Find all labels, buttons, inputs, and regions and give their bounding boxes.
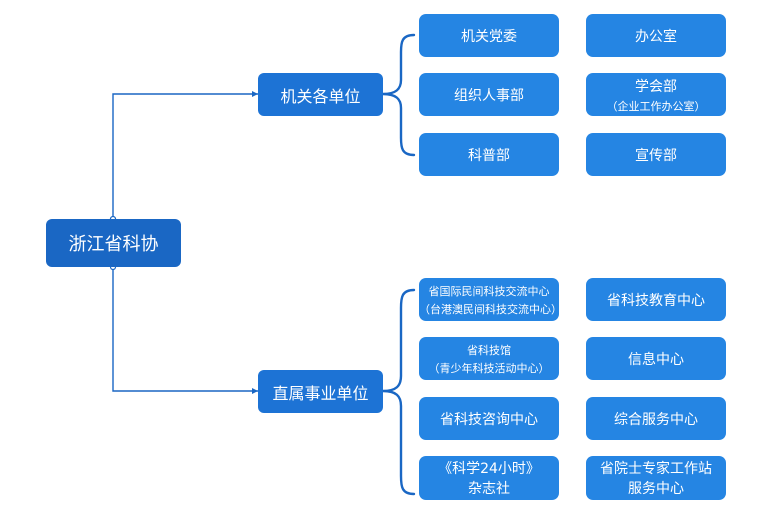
leaf-organization-personnel[interactable]: 组织人事部 bbox=[419, 73, 559, 116]
leaf-label: 《科学24小时》 bbox=[438, 461, 540, 477]
root-label: 浙江省科协 bbox=[68, 234, 159, 255]
branch1-arrowhead bbox=[252, 91, 258, 97]
leaf-general-services[interactable]: 综合服务中心 bbox=[586, 397, 726, 440]
leaf-society-department[interactable]: 学会部 （企业工作办公室） bbox=[586, 73, 726, 116]
leaf-publicity[interactable]: 宣传部 bbox=[586, 133, 726, 176]
root-to-branch2-connector bbox=[112, 267, 258, 392]
leaf-international-exchange[interactable]: 省国际民间科技交流中心 （台港澳民间科技交流中心） bbox=[419, 278, 562, 321]
branch-label-affiliates: 直属事业单位 bbox=[272, 383, 369, 403]
leaf-label: 省院士专家工作站 bbox=[600, 461, 712, 477]
branch-label-departments: 机关各单位 bbox=[280, 86, 361, 106]
branch1-bracket bbox=[382, 33, 416, 157]
branch2-arrowhead bbox=[252, 388, 258, 394]
leaf-label: 学会部 bbox=[635, 78, 677, 95]
leaf-magazine[interactable]: 《科学24小时》 杂志社 bbox=[419, 456, 559, 500]
leaf-label: 宣传部 bbox=[635, 147, 677, 164]
leaf-label: 省科技馆 bbox=[467, 343, 511, 357]
leaf-general-office[interactable]: 办公室 bbox=[586, 14, 726, 57]
leaf-label: 综合服务中心 bbox=[614, 411, 698, 428]
leaf-science-museum[interactable]: 省科技馆 （青少年科技活动中心） bbox=[419, 337, 559, 380]
leaf-sublabel: 服务中心 bbox=[628, 481, 684, 497]
leaf-party-committee[interactable]: 机关党委 bbox=[419, 14, 559, 57]
leaf-label: 科普部 bbox=[468, 147, 510, 164]
leaf-label: 省科技教育中心 bbox=[607, 292, 705, 309]
leaf-sublabel: （台港澳民间科技交流中心） bbox=[419, 302, 562, 316]
leaf-label: 省科技咨询中心 bbox=[440, 411, 538, 428]
leaf-information-center[interactable]: 信息中心 bbox=[586, 337, 726, 380]
leaf-label: 组织人事部 bbox=[454, 87, 524, 104]
root-node[interactable]: 浙江省科协 bbox=[46, 219, 181, 267]
leaf-academician-service[interactable]: 省院士专家工作站 服务中心 bbox=[586, 456, 726, 500]
leaf-science-popularization[interactable]: 科普部 bbox=[419, 133, 559, 176]
leaf-sublabel: （青少年科技活动中心） bbox=[428, 361, 550, 375]
leaf-label: 办公室 bbox=[635, 28, 677, 45]
root-to-branch1-connector bbox=[112, 93, 258, 219]
leaf-label: 省国际民间科技交流中心 bbox=[428, 284, 550, 298]
branch-node-affiliates[interactable]: 直属事业单位 bbox=[258, 370, 383, 413]
leaf-label: 信息中心 bbox=[628, 351, 684, 368]
leaf-science-education[interactable]: 省科技教育中心 bbox=[586, 278, 726, 321]
leaf-sublabel: 杂志社 bbox=[468, 481, 510, 497]
branch2-bracket bbox=[382, 288, 416, 496]
leaf-label: 机关党委 bbox=[461, 28, 517, 45]
leaf-sublabel: （企业工作办公室） bbox=[606, 99, 706, 113]
branch-node-departments[interactable]: 机关各单位 bbox=[258, 73, 383, 116]
leaf-consulting-center[interactable]: 省科技咨询中心 bbox=[419, 397, 559, 440]
